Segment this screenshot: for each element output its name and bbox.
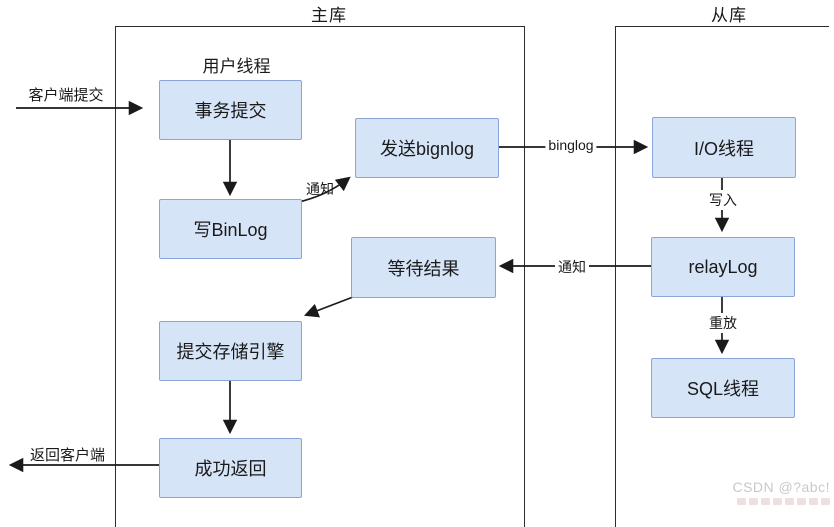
csdn-watermark: CSDN @?abc! — [732, 479, 830, 495]
node-transaction-commit: 事务提交 — [159, 80, 302, 140]
node-wait-result: 等待结果 — [351, 237, 496, 298]
node-relay-log: relayLog — [651, 237, 795, 297]
slave-db-container — [615, 26, 829, 527]
edge-label-write-in: 写入 — [706, 190, 740, 210]
arrow-writebinlog-to-send — [298, 176, 351, 203]
slave-db-title: 从库 — [708, 1, 750, 26]
user-thread-label: 用户线程 — [202, 57, 271, 76]
master-db-container — [115, 26, 525, 527]
edge-label-replay: 重放 — [706, 313, 740, 333]
arrow-wait-to-commit — [303, 296, 354, 318]
node-commit-storage-engine: 提交存储引擎 — [159, 321, 302, 381]
edge-label-return-client: 返回客户端 — [29, 447, 105, 464]
node-send-binlog: 发送bignlog — [355, 118, 499, 178]
edge-label-binglog: binglog — [545, 137, 597, 153]
master-db-title: 主库 — [308, 1, 350, 26]
node-io-thread: I/O线程 — [652, 117, 796, 178]
node-sql-thread: SQL线程 — [651, 358, 795, 418]
replication-diagram: 主库 从库 用户线程 事务提交 写BinLog 发送bignlog 等待结果 提… — [8, 1, 830, 527]
edge-label-notify-wait: 通知 — [555, 257, 589, 277]
edge-label-notify-send: 通知 — [306, 181, 334, 197]
node-write-binlog: 写BinLog — [159, 199, 302, 259]
watermark-line2-clipped — [737, 498, 830, 505]
edge-label-client-submit: 客户端提交 — [28, 87, 104, 104]
node-success-return: 成功返回 — [159, 438, 302, 498]
